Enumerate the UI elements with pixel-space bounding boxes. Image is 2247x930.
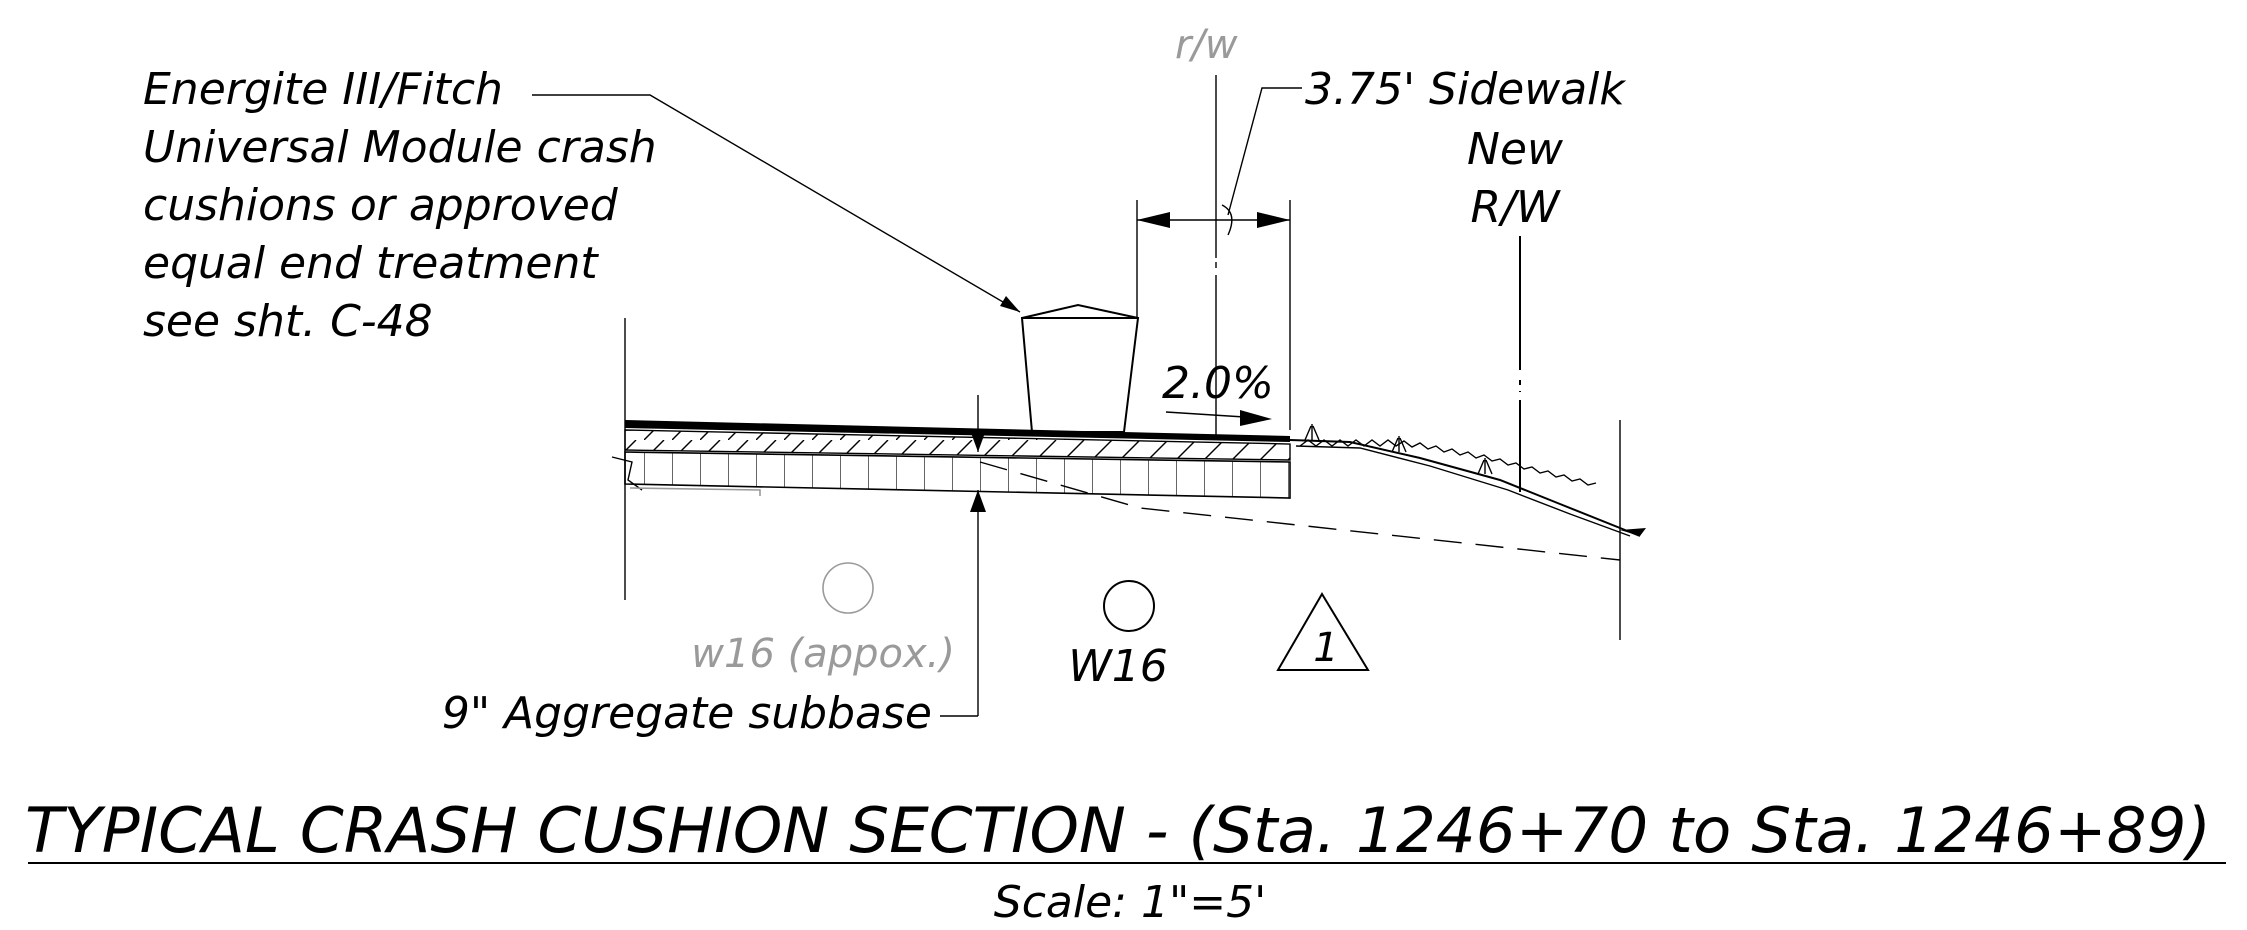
subbase-callout: 9" Aggregate subbase <box>442 395 986 739</box>
proposed-w16-marker: W16 <box>1068 580 1168 692</box>
crash-cushion-leader-arrow <box>1000 296 1020 312</box>
section-title: TYPICAL CRASH CUSHION SECTION - (Sta. 12… <box>25 794 2211 867</box>
existing-marker-circle <box>822 562 874 614</box>
sidewalk-leader <box>1227 87 1302 216</box>
proposed-marker-circle <box>1103 580 1155 632</box>
sidewalk-dimension: 3.75' Sidewalk <box>1136 64 1626 430</box>
crash-cushion-line-5: see sht. C-48 <box>143 296 433 347</box>
existing-right-of-way: r/w <box>1175 22 1238 440</box>
revision-triangle: 1 <box>1276 592 1370 671</box>
crash-cushion-unit <box>1020 303 1140 433</box>
sidewalk-label: 3.75' Sidewalk <box>1305 64 1626 115</box>
existing-w16-marker: w16 (appox.) <box>691 562 955 677</box>
slope-label: 2.0% <box>1162 358 1274 409</box>
existing-marker-label: w16 (appox.) <box>691 631 955 677</box>
subbase-label: 9" Aggregate subbase <box>442 688 932 739</box>
crash-cushion-line-2: Universal Module crash <box>143 122 657 173</box>
crash-cushion-line-4: equal end treatment <box>143 238 599 289</box>
proposed-marker-label: W16 <box>1068 641 1168 692</box>
cross-slope: 2.0% <box>1162 358 1274 426</box>
pavement-section <box>611 318 1646 640</box>
section-title-block: TYPICAL CRASH CUSHION SECTION - (Sta. 12… <box>25 794 2226 928</box>
crash-cushion-callout: Energite III/Fitch Universal Module cras… <box>143 64 1021 347</box>
revision-number: 1 <box>1313 625 1338 671</box>
new-right-of-way: New R/W <box>1467 124 1564 492</box>
crash-cushion-line-1: Energite III/Fitch <box>143 64 503 115</box>
crash-cushion-line-3: cushions or approved <box>143 180 619 231</box>
scale-note: Scale: 1"=5' <box>994 877 1266 928</box>
revision-triangle-icon <box>1276 592 1370 671</box>
crash-cushion-leader <box>532 94 1021 313</box>
new-rw-label-line-1: New <box>1467 124 1564 175</box>
existing-rw-label: r/w <box>1175 22 1238 68</box>
new-rw-label-line-2: R/W <box>1471 182 1561 233</box>
